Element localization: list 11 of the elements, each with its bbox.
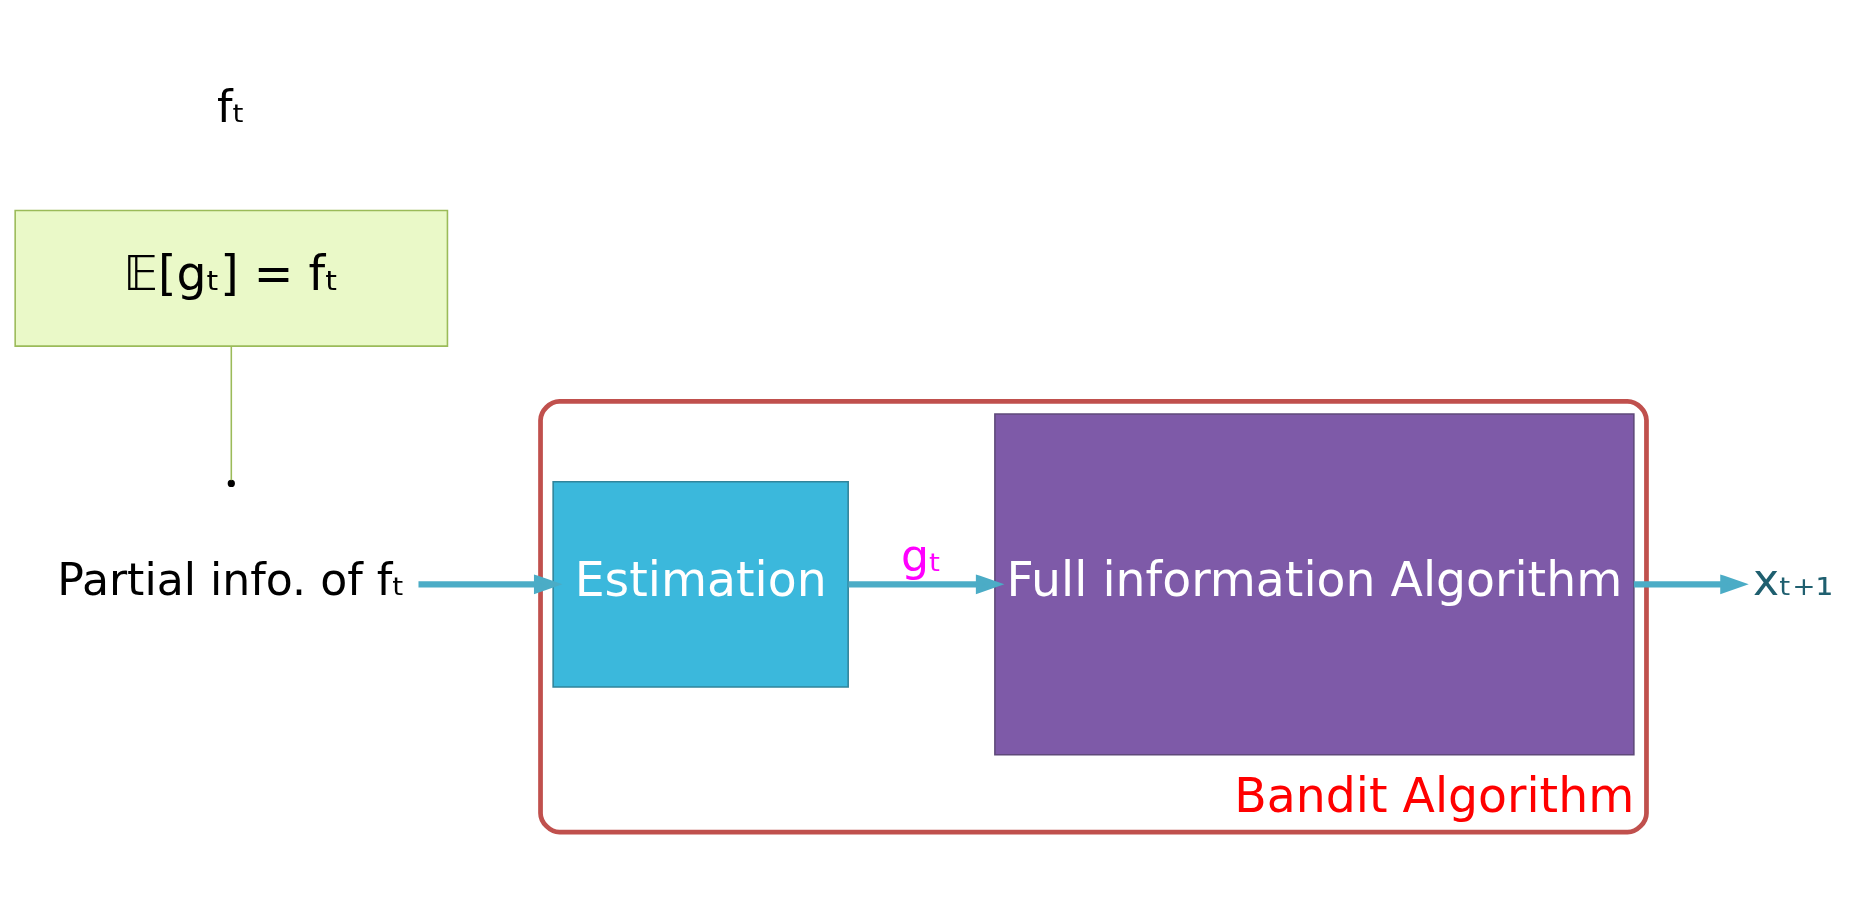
arrow	[1633, 573, 1749, 594]
node-box: Estimation	[552, 480, 849, 688]
edge-label: gₜ	[901, 529, 943, 581]
node-text: Partial info. of fₜ	[57, 553, 406, 605]
arrow	[848, 573, 1005, 594]
node-box: 𝔼[gₜ] = fₜ	[14, 209, 449, 347]
arrow	[418, 573, 563, 594]
connector	[230, 345, 233, 481]
node-box: Full information Algorithm	[994, 412, 1635, 756]
node-text: xₜ₊₁	[1753, 553, 1834, 605]
label: fₜ	[217, 80, 246, 132]
